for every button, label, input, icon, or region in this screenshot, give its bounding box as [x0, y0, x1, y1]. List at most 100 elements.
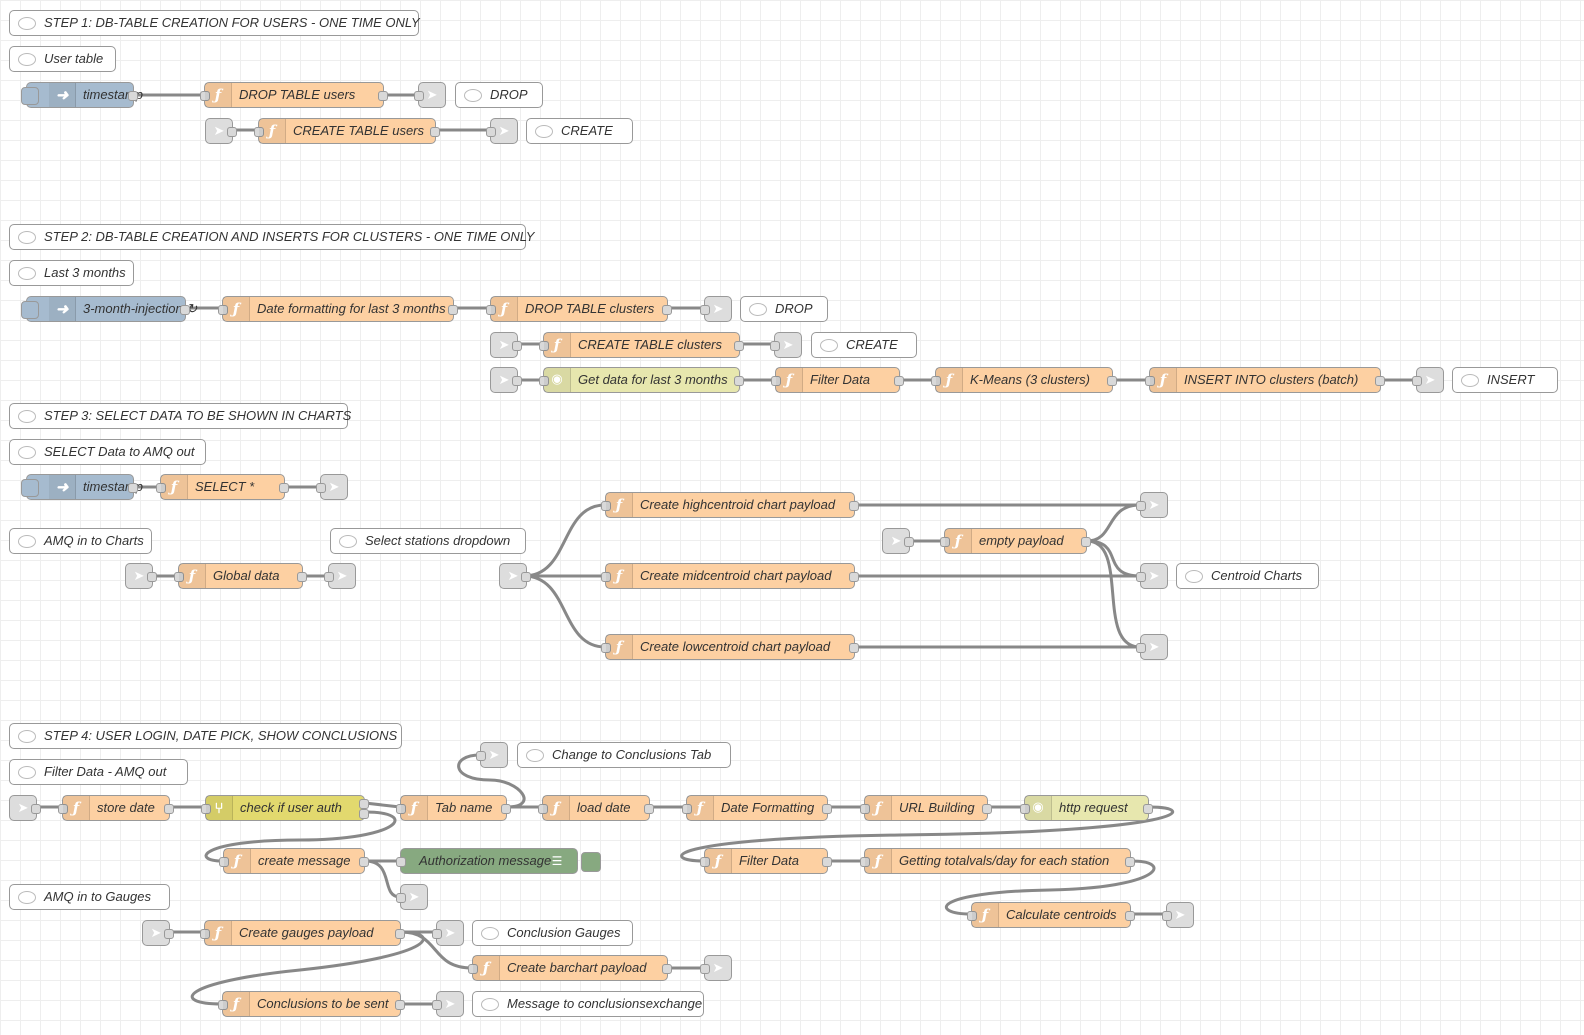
inject-node-timestamp-1[interactable]: ➜ timestamp [21, 82, 143, 108]
comment-change-tab[interactable]: Change to Conclusions Tab [517, 742, 731, 768]
comment-create-2[interactable]: CREATE [811, 332, 917, 358]
comment-drop-2[interactable]: DROP [740, 296, 828, 322]
input-port[interactable] [940, 537, 950, 547]
function-node-create-clusters[interactable]: ƒ CREATE TABLE clusters [539, 332, 744, 358]
http-node-get-data[interactable]: ◉ Get data for last 3 months [539, 367, 744, 393]
input-port[interactable] [539, 341, 549, 351]
switch-node-check-auth[interactable]: ⑂ check if user auth [201, 795, 369, 821]
link-in-node[interactable]: ➤ [882, 528, 914, 554]
function-node-select[interactable]: ƒ SELECT * [156, 474, 289, 500]
inject-node-3-month[interactable]: ➜ 3-month-injection ↻ [21, 296, 197, 322]
output-port[interactable] [1107, 376, 1117, 386]
input-port[interactable] [967, 911, 977, 921]
output-port[interactable] [279, 483, 289, 493]
comment-filter-amq[interactable]: Filter Data - AMQ out [9, 759, 188, 785]
input-port[interactable] [396, 857, 406, 867]
input-port[interactable] [771, 376, 781, 386]
input-port[interactable] [538, 804, 548, 814]
function-node-insert-clusters[interactable]: ƒ INSERT INTO clusters (batch) [1145, 367, 1385, 393]
debug-node-authorization[interactable]: Authorization message ☰ [396, 848, 601, 874]
comment-amq-gauges[interactable]: AMQ in to Gauges [9, 884, 170, 910]
link-in-node[interactable]: ➤ [490, 332, 522, 358]
function-node-empty-payload[interactable]: ƒ empty payload [940, 528, 1091, 554]
output-port[interactable] [849, 572, 859, 582]
output-port[interactable] [180, 305, 190, 315]
comment-msg-exchange[interactable]: Message to conclusionsexchange [472, 991, 704, 1017]
link-out-node[interactable]: ➤ [1136, 492, 1168, 518]
function-node-gauges-payload[interactable]: ƒ Create gauges payload [200, 920, 405, 946]
inject-button[interactable] [21, 87, 39, 105]
input-port[interactable] [414, 91, 424, 101]
output-port[interactable] [849, 501, 859, 511]
link-in-node[interactable]: ➤ [9, 795, 41, 821]
output-port[interactable] [164, 929, 174, 939]
link-out-node[interactable]: ➤ [1162, 902, 1194, 928]
comment-insert[interactable]: INSERT [1452, 367, 1558, 393]
output-port[interactable] [1125, 911, 1135, 921]
function-node-barchart-payload[interactable]: ƒ Create barchart payload [468, 955, 672, 981]
input-port[interactable] [486, 305, 496, 315]
output-port[interactable] [1081, 537, 1091, 547]
function-node-store-date[interactable]: ƒ store date [58, 795, 174, 821]
function-node-create-message[interactable]: ƒ create message [219, 848, 369, 874]
function-node-drop-clusters[interactable]: ƒ DROP TABLE clusters [486, 296, 672, 322]
input-port[interactable] [682, 804, 692, 814]
function-node-totalvals[interactable]: ƒ Getting totalvals/day for each station [860, 848, 1135, 874]
comment-step4[interactable]: STEP 4: USER LOGIN, DATE PICK, SHOW CONC… [9, 723, 402, 749]
input-port[interactable] [396, 804, 406, 814]
link-in-node[interactable]: ➤ [476, 742, 508, 768]
output-port[interactable] [164, 804, 174, 814]
comment-select-stations[interactable]: Select stations dropdown [330, 528, 526, 554]
input-port[interactable] [601, 643, 611, 653]
input-port[interactable] [200, 91, 210, 101]
comment-amq-charts[interactable]: AMQ in to Charts [9, 528, 152, 554]
link-out-node[interactable]: ➤ [1412, 367, 1444, 393]
function-node-midcentroid[interactable]: ƒ Create midcentroid chart payload [601, 563, 859, 589]
input-port[interactable] [1136, 501, 1146, 511]
input-port[interactable] [860, 804, 870, 814]
output-port[interactable] [1125, 857, 1135, 867]
function-node-date-formatting[interactable]: ƒ Date Formatting [682, 795, 832, 821]
output-port[interactable] [512, 376, 522, 386]
function-node-global-data[interactable]: ƒ Global data [174, 563, 307, 589]
output-port[interactable] [147, 572, 157, 582]
output-port[interactable] [297, 572, 307, 582]
inject-button[interactable] [21, 301, 39, 319]
function-node-lowcentroid[interactable]: ƒ Create lowcentroid chart payload [601, 634, 859, 660]
input-port[interactable] [432, 1000, 442, 1010]
link-out-node[interactable]: ➤ [396, 884, 428, 910]
function-node-drop-users[interactable]: ƒ DROP TABLE users [200, 82, 388, 108]
function-node-conclusions[interactable]: ƒ Conclusions to be sent [218, 991, 405, 1017]
input-port[interactable] [201, 804, 211, 814]
output-port[interactable] [128, 483, 138, 493]
link-out-node[interactable]: ➤ [316, 474, 348, 500]
output-port[interactable] [982, 804, 992, 814]
input-port[interactable] [316, 483, 326, 493]
input-port[interactable] [601, 501, 611, 511]
output-port[interactable] [662, 305, 672, 315]
output-port[interactable] [1375, 376, 1385, 386]
output-port[interactable] [227, 127, 237, 137]
function-node-filter-data-2[interactable]: ƒ Filter Data [700, 848, 832, 874]
comment-select-amq[interactable]: SELECT Data to AMQ out [9, 439, 206, 465]
input-port[interactable] [468, 964, 478, 974]
comment-centroid-charts[interactable]: Centroid Charts [1176, 563, 1319, 589]
link-out-node[interactable]: ➤ [700, 955, 732, 981]
input-port[interactable] [931, 376, 941, 386]
debug-toggle-button[interactable] [581, 852, 601, 872]
input-port[interactable] [1162, 911, 1172, 921]
output-port[interactable] [359, 809, 369, 819]
function-node-date-formatting-3-months[interactable]: ƒ Date formatting for last 3 months [218, 296, 458, 322]
comment-step3[interactable]: STEP 3: SELECT DATA TO BE SHOWN IN CHART… [9, 403, 351, 429]
input-port[interactable] [1136, 643, 1146, 653]
link-out-node[interactable]: ➤ [1136, 563, 1168, 589]
output-port[interactable] [904, 537, 914, 547]
input-port[interactable] [396, 893, 406, 903]
output-port[interactable] [662, 964, 672, 974]
function-node-highcentroid[interactable]: ƒ Create highcentroid chart payload [601, 492, 859, 518]
link-in-node[interactable]: ➤ [142, 920, 174, 946]
comment-step1[interactable]: STEP 1: DB-TABLE CREATION FOR USERS - ON… [9, 10, 420, 36]
output-port[interactable] [378, 91, 388, 101]
input-port[interactable] [324, 572, 334, 582]
input-port[interactable] [58, 804, 68, 814]
